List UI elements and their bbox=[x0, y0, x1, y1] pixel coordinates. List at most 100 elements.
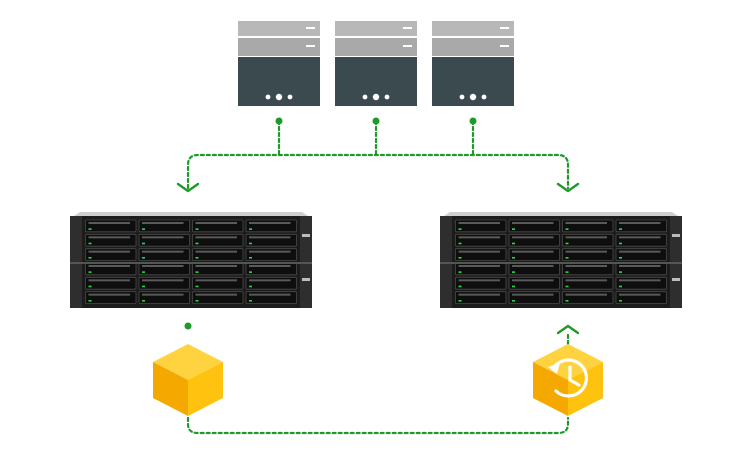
drive-led bbox=[565, 271, 569, 273]
dot-host3 bbox=[469, 117, 477, 125]
drive-handle bbox=[249, 250, 291, 253]
drive-handle bbox=[195, 250, 237, 253]
drive-bay bbox=[192, 219, 244, 233]
drive-bay bbox=[615, 248, 667, 261]
nas-rack-left bbox=[70, 212, 312, 308]
drive-handle bbox=[512, 222, 554, 224]
arrow-down-right-icon bbox=[556, 182, 580, 193]
drive-led bbox=[249, 300, 252, 302]
rack-label bbox=[672, 278, 680, 281]
drive-bay bbox=[615, 233, 667, 247]
host-bay-mid bbox=[335, 38, 417, 56]
host-bay-slot bbox=[306, 27, 315, 29]
drive-handle bbox=[88, 265, 130, 267]
drive-led bbox=[565, 228, 569, 230]
drive-led bbox=[619, 228, 622, 230]
drive-bay bbox=[192, 233, 244, 247]
drive-handle bbox=[565, 222, 607, 224]
drive-handle bbox=[458, 222, 500, 224]
drive-handle bbox=[458, 236, 500, 239]
drive-led bbox=[512, 300, 515, 302]
drive-bay bbox=[245, 291, 297, 304]
drive-handle bbox=[512, 293, 554, 296]
drive-handle bbox=[458, 279, 500, 282]
drive-handle bbox=[195, 222, 237, 224]
host-connector-dots bbox=[275, 117, 477, 125]
drive-bay bbox=[245, 276, 297, 290]
drive-handle bbox=[249, 236, 291, 239]
drive-handle bbox=[249, 222, 291, 224]
drive-handle bbox=[565, 279, 607, 282]
drive-bay bbox=[192, 248, 244, 261]
drive-bay bbox=[562, 233, 614, 247]
drive-led bbox=[88, 285, 92, 288]
drive-led bbox=[142, 271, 145, 273]
drive-led bbox=[249, 271, 252, 273]
drive-bay bbox=[85, 262, 137, 276]
drive-bay bbox=[508, 219, 560, 233]
drive-bay bbox=[508, 291, 560, 304]
replication-connector bbox=[186, 330, 570, 435]
rack-top-edge bbox=[74, 212, 308, 216]
drive-led bbox=[512, 271, 515, 273]
drive-handle bbox=[619, 250, 661, 253]
drive-led bbox=[458, 257, 462, 259]
backup-restore-clock-icon bbox=[533, 344, 603, 416]
drive-bay bbox=[455, 291, 507, 304]
rack-label bbox=[302, 278, 310, 281]
drive-led bbox=[619, 257, 622, 259]
drive-bay bbox=[245, 233, 297, 247]
drive-led bbox=[88, 300, 92, 302]
drive-handle bbox=[249, 265, 291, 267]
drive-led bbox=[88, 271, 92, 273]
drive-handle bbox=[512, 236, 554, 239]
arrow-up-icon bbox=[556, 324, 580, 335]
drive-led bbox=[512, 285, 515, 288]
drive-led bbox=[249, 257, 252, 259]
host-bay-slot bbox=[403, 27, 412, 29]
host-bay-mid bbox=[238, 38, 320, 56]
drive-handle bbox=[249, 293, 291, 296]
drive-handle bbox=[619, 279, 661, 282]
host-indicator-dot bbox=[481, 94, 487, 100]
drive-bay bbox=[562, 276, 614, 290]
drive-handle bbox=[88, 222, 130, 224]
drive-led bbox=[565, 242, 569, 245]
drive-led bbox=[249, 228, 252, 230]
drive-led bbox=[195, 285, 199, 288]
drive-led bbox=[195, 300, 199, 302]
drive-handle bbox=[458, 293, 500, 296]
connector-cube-to-backup bbox=[186, 416, 570, 435]
drive-bay bbox=[615, 219, 667, 233]
host-server-2 bbox=[335, 21, 417, 106]
drive-led bbox=[249, 242, 252, 245]
drive-handle bbox=[619, 265, 661, 267]
drive-bay bbox=[455, 233, 507, 247]
drive-bay bbox=[615, 276, 667, 290]
drive-handle bbox=[195, 293, 237, 296]
drive-bay bbox=[615, 291, 667, 304]
drive-handle bbox=[619, 236, 661, 239]
drive-handle bbox=[458, 250, 500, 253]
drive-handle bbox=[88, 279, 130, 282]
drive-bay bbox=[508, 233, 560, 247]
rack-unit-divider bbox=[440, 262, 682, 264]
drive-led bbox=[142, 285, 145, 288]
drive-bay bbox=[85, 219, 137, 233]
rack-label bbox=[672, 234, 680, 237]
drive-bay bbox=[192, 276, 244, 290]
drive-bay bbox=[138, 233, 190, 247]
drive-handle bbox=[565, 236, 607, 239]
drive-led bbox=[458, 285, 462, 288]
host-indicator-dot bbox=[469, 93, 477, 101]
drive-handle bbox=[512, 265, 554, 267]
drive-led bbox=[512, 228, 515, 230]
drive-bay bbox=[245, 248, 297, 261]
dot-host2 bbox=[372, 117, 380, 125]
host-bay-top bbox=[335, 21, 417, 36]
drive-led bbox=[249, 285, 252, 288]
drive-led bbox=[142, 228, 145, 230]
host-server-3 bbox=[432, 21, 514, 106]
drive-handle bbox=[142, 222, 184, 224]
dot-host1 bbox=[275, 117, 283, 125]
